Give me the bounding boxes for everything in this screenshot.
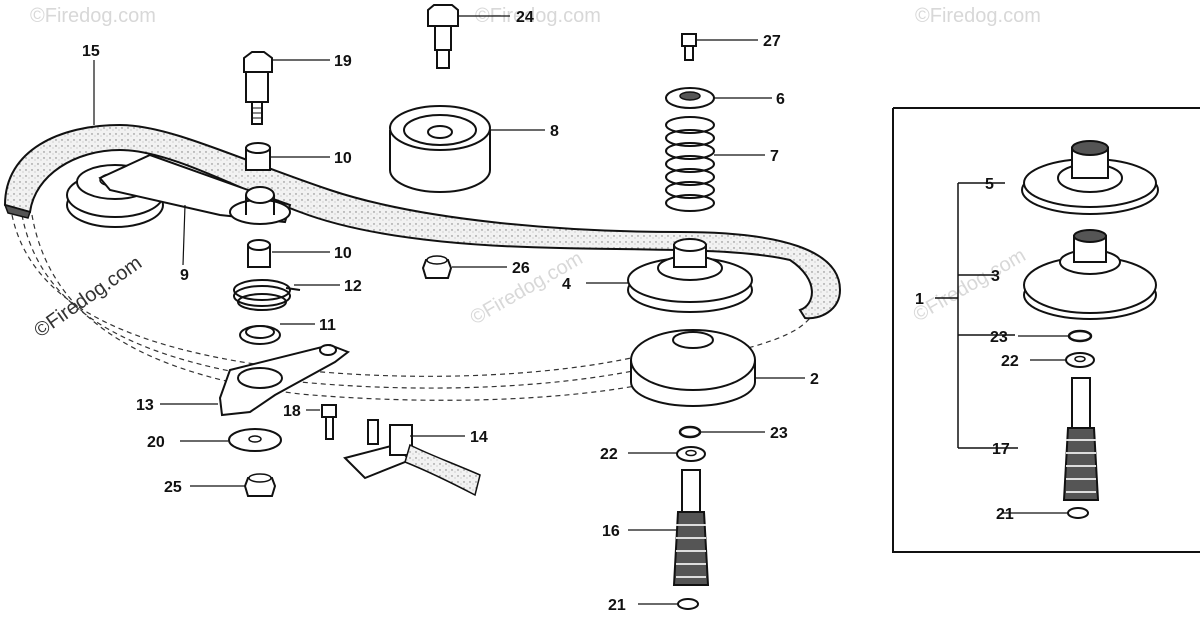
collar-10-upper: [245, 142, 271, 171]
callout-13: 13: [136, 397, 154, 414]
callout-5: 5: [985, 176, 994, 193]
callout-2: 2: [810, 371, 819, 388]
collar-10-lower: [247, 239, 271, 268]
bolt-18: [321, 404, 337, 440]
callout-7: 7: [770, 148, 779, 165]
inset-shaft-17: [1062, 377, 1100, 501]
callout-23-inset: 23: [990, 329, 1008, 346]
compression-spring-7: [665, 116, 715, 212]
torsion-spring-12: [233, 279, 301, 311]
callout-14: 14: [470, 429, 488, 446]
inset-pulley-half-5: [1021, 140, 1159, 215]
bracket-13: [218, 343, 351, 417]
drive-pulley-half-4: [627, 238, 753, 313]
callout-19: 19: [334, 53, 352, 70]
callout-22: 22: [600, 446, 618, 463]
callout-15: 15: [82, 43, 100, 60]
inset-pulley-half-3: [1023, 229, 1157, 320]
washer-20: [228, 428, 282, 452]
idler-arm-assembly: [66, 153, 292, 228]
nut-25: [243, 473, 277, 497]
callout-17: 17: [992, 441, 1010, 458]
watermark: ©Firedog.com: [915, 5, 1041, 27]
bolt-19: [243, 51, 273, 125]
washer-21: [677, 598, 699, 610]
cable-clamp-14: [343, 419, 481, 497]
callout-23: 23: [770, 425, 788, 442]
bolt-27: [681, 33, 697, 61]
shaft-16: [672, 469, 710, 586]
assembly-inset-box: [892, 107, 1200, 553]
callout-12: 12: [344, 278, 362, 295]
nut-26: [421, 255, 453, 279]
callout-22-inset: 22: [1001, 353, 1019, 370]
bushing-11: [239, 325, 281, 345]
callout-25: 25: [164, 479, 182, 496]
callout-16: 16: [602, 523, 620, 540]
washer-22: [676, 446, 706, 462]
callout-27: 27: [763, 33, 781, 50]
callout-24: 24: [516, 9, 534, 26]
callout-leaders: [93, 15, 1069, 605]
drive-pulley-half-2: [630, 329, 756, 407]
inset-snap-ring-23: [1067, 329, 1093, 343]
bolt-24: [427, 4, 459, 69]
callout-20: 20: [147, 434, 165, 451]
watermark: ©Firedog.com: [475, 5, 601, 27]
watermark: ©Firedog.com: [30, 252, 146, 342]
callout-8: 8: [550, 123, 559, 140]
callout-10-lower: 10: [334, 245, 352, 262]
snap-ring-23: [678, 425, 702, 439]
callout-9: 9: [180, 267, 189, 284]
callout-6: 6: [776, 91, 785, 108]
callout-21-inset: 21: [996, 506, 1014, 523]
watermark: ©Firedog.com: [30, 5, 156, 27]
callout-4: 4: [562, 276, 571, 293]
callout-11: 11: [319, 317, 336, 334]
callout-10-upper: 10: [334, 150, 352, 167]
watermark: ©Firedog.com: [910, 244, 1030, 326]
callout-21: 21: [608, 597, 626, 614]
inset-washer-21: [1067, 507, 1089, 519]
spring-seat-6: [665, 87, 715, 109]
callout-1: 1: [915, 291, 924, 308]
flat-idler-pulley-8: [389, 105, 491, 193]
callout-3: 3: [991, 268, 1000, 285]
inset-washer-22: [1065, 352, 1095, 368]
callout-18: 18: [283, 403, 301, 420]
callout-26: 26: [512, 260, 530, 277]
